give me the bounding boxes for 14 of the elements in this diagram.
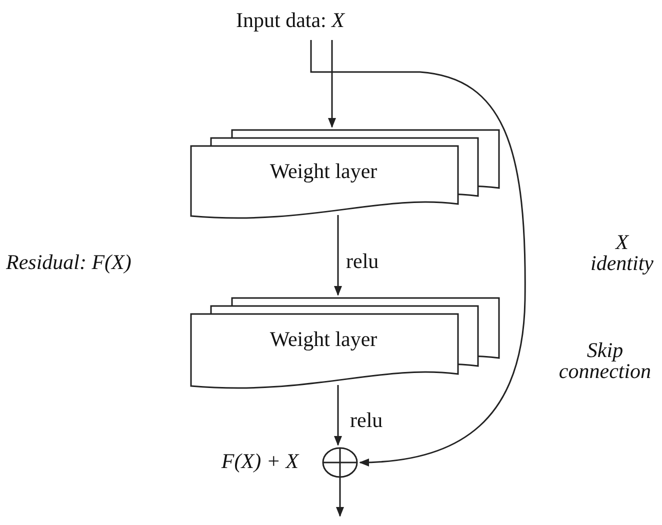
- input-label: Input data: X: [236, 8, 344, 33]
- arrow: [328, 40, 336, 128]
- layer-stack: [190, 129, 500, 219]
- sum-label: F(X) + X: [220, 451, 300, 472]
- note: Residual: F(X): [6, 252, 132, 273]
- layer-label: Weight layer: [268, 159, 378, 184]
- note: Skip connection: [558, 340, 652, 382]
- sum-circle: [322, 447, 358, 478]
- arrow: [310, 40, 526, 466]
- layer-stack: [190, 297, 500, 389]
- layer-label: Weight layer: [268, 327, 378, 352]
- note: X identity: [590, 232, 654, 274]
- arrow: [334, 385, 342, 446]
- arrow: [334, 215, 342, 296]
